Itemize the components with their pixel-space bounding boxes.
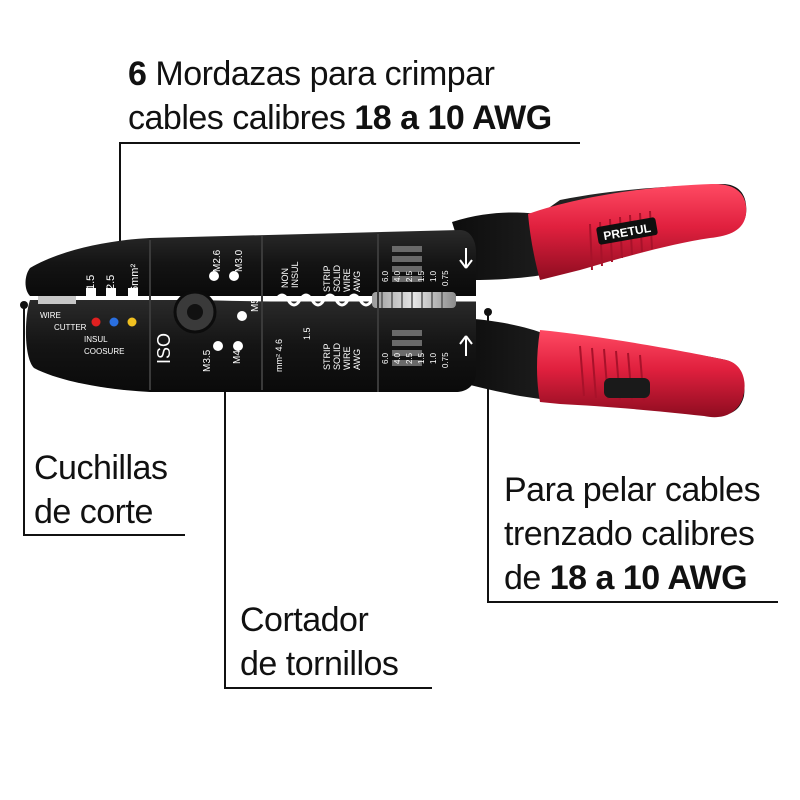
svg-text:1.0: 1.0	[429, 352, 438, 364]
bottom-gauge-scale: 6.0 4.0 2.5 1.5 1.0 0.75	[381, 352, 450, 368]
svg-text:AWG: AWG	[352, 349, 362, 370]
svg-text:SOLID: SOLID	[332, 264, 342, 292]
cutting-callout-line	[23, 305, 185, 536]
svg-text:WIRE: WIRE	[342, 269, 352, 293]
svg-text:COOSURE: COOSURE	[84, 347, 124, 356]
bottom-handle	[460, 318, 745, 418]
svg-text:1.5: 1.5	[417, 352, 426, 364]
bolt-callout-line-1: Cortador	[240, 601, 369, 639]
strip-callout-line-3: de 18 a 10 AWG	[504, 559, 748, 597]
cutting-callout-line-1: Cuchillas	[34, 449, 168, 487]
callout-lines	[23, 142, 778, 689]
svg-text:M3.0: M3.0	[234, 249, 245, 272]
strip-callout: Para pelar cables trenzado calibres de 1…	[504, 468, 761, 600]
bolt-callout: Cortador de tornillos	[240, 598, 399, 686]
crimp-callout-line	[119, 142, 580, 262]
top-handle: PRETUL	[452, 183, 747, 280]
svg-text:SOLID: SOLID	[332, 342, 342, 370]
strip-callout-line-2: trenzado calibres	[504, 515, 755, 553]
svg-text:1.5: 1.5	[85, 275, 97, 290]
svg-text:AWG: AWG	[352, 271, 362, 292]
crimp-callout-line-1: 6 Mordazas para crimpar	[128, 55, 495, 93]
svg-text:6.0: 6.0	[381, 352, 390, 364]
svg-text:STRIP: STRIP	[322, 265, 332, 292]
svg-text:STRIP: STRIP	[322, 343, 332, 370]
cutting-callout-line-2: de corte	[34, 493, 153, 531]
top-gauge-scale: 6.0 4.0 2.5 1.5 1.0 0.75	[381, 270, 450, 286]
svg-text:INSUL: INSUL	[290, 261, 300, 288]
strip-callout-line	[487, 312, 778, 603]
svg-text:4.0: 4.0	[393, 270, 402, 282]
crimp-callout: 6 Mordazas para crimpar cables calibres …	[128, 52, 552, 140]
svg-text:WIRE: WIRE	[40, 311, 61, 320]
cutter-blade	[38, 296, 76, 304]
svg-text:1.5: 1.5	[417, 270, 426, 282]
svg-text:CUTTER: CUTTER	[54, 323, 87, 332]
svg-text:2.5: 2.5	[105, 275, 117, 290]
bolt-callout-line-2: de tornillos	[240, 645, 399, 683]
svg-text:WIRE: WIRE	[342, 347, 352, 371]
strip-callout-dot	[484, 308, 492, 316]
svg-text:mm² 4.6: mm² 4.6	[274, 339, 284, 372]
strip-callout-line-1: Para pelar cables	[504, 471, 761, 509]
svg-text:1.0: 1.0	[429, 270, 438, 282]
svg-text:2.5: 2.5	[405, 270, 414, 282]
svg-text:M3.5: M3.5	[202, 349, 213, 372]
tool-engravings: 1.5 2.5 6mm² M2.6 M3.0 M3.5 M4 M5 ISO WI…	[40, 248, 473, 372]
svg-text:6.0: 6.0	[381, 270, 390, 282]
svg-text:0.75: 0.75	[441, 270, 450, 286]
svg-text:M2.6: M2.6	[212, 249, 223, 272]
svg-text:NON: NON	[280, 268, 290, 288]
brand-badge	[596, 217, 658, 245]
crimp-callout-line-2: cables calibres 18 a 10 AWG	[128, 99, 552, 137]
svg-text:0.75: 0.75	[441, 352, 450, 368]
svg-text:2.5: 2.5	[405, 352, 414, 364]
svg-text:M4: M4	[232, 350, 243, 364]
bolt-callout-line	[224, 363, 432, 689]
svg-text:M5: M5	[250, 298, 261, 312]
tool-body	[25, 230, 477, 392]
svg-text:1.5: 1.5	[302, 327, 312, 340]
grip-insert	[604, 378, 650, 398]
cutting-callout-dot	[20, 301, 28, 309]
svg-text:INSUL: INSUL	[84, 335, 108, 344]
svg-text:ISO: ISO	[154, 333, 174, 364]
svg-text:6mm²: 6mm²	[129, 264, 141, 292]
svg-text:4.0: 4.0	[393, 352, 402, 364]
stripping-teeth	[372, 292, 456, 308]
cutting-callout: Cuchillas de corte	[34, 446, 168, 534]
